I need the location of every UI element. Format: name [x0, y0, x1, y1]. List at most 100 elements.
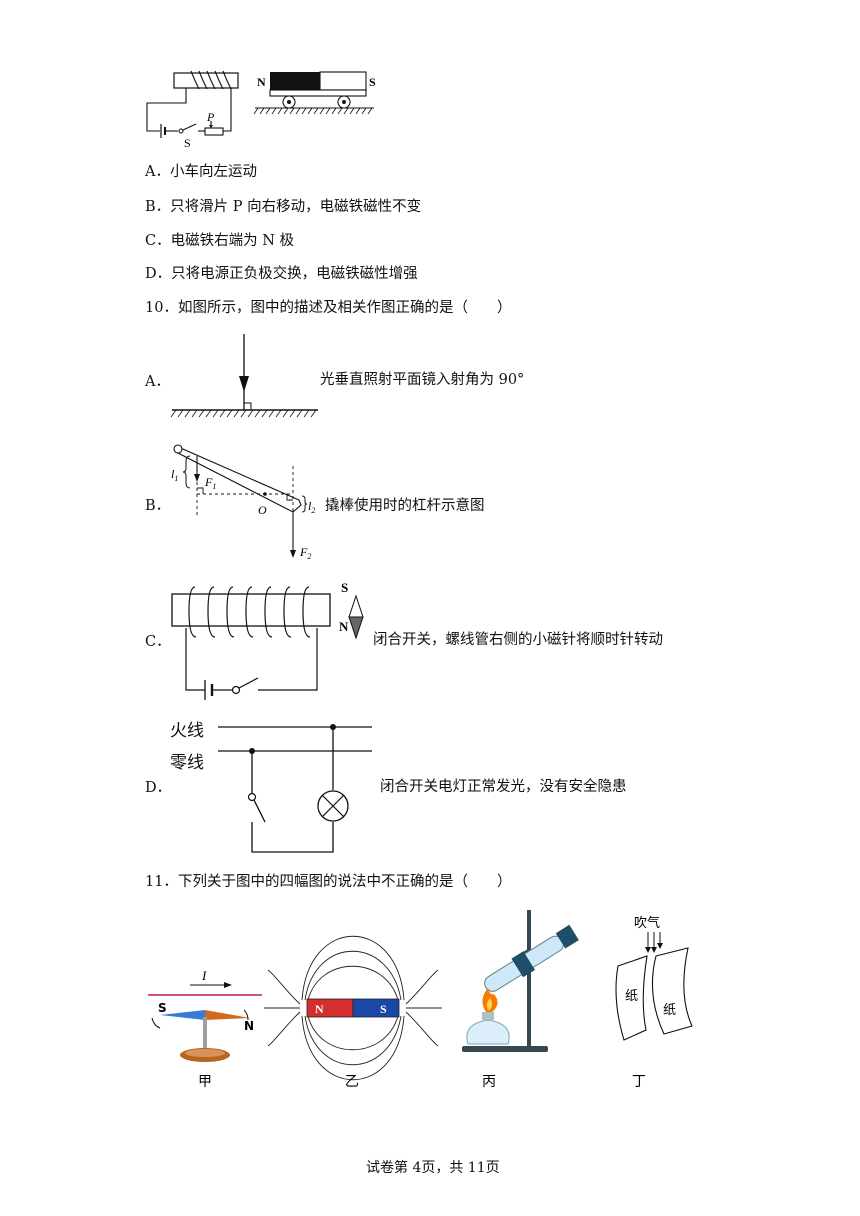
switch-pivot — [178, 128, 184, 134]
label-needle-s: S — [341, 580, 348, 595]
q10-option-d-letter: D． — [145, 780, 172, 796]
paper-left — [615, 955, 648, 1041]
label-switch-s: S — [184, 136, 191, 150]
label-current-i: I — [201, 968, 207, 983]
q10-option-c-text: 闭合开关，螺线管右侧的小磁针将顺时针转动 — [373, 632, 663, 648]
stand-base — [462, 1046, 548, 1052]
q9-option-d: D．只将电源正负极交换，电磁铁磁性增强 — [145, 266, 418, 282]
q9-option-c: C．电磁铁右端为 N 极 — [145, 233, 295, 249]
q9-option-b: B．只将滑片 P 向右移动，电磁铁磁性不变 — [145, 199, 422, 215]
figure-yi — [264, 936, 442, 1080]
label-needle-n: N — [244, 1019, 254, 1033]
electromagnet-core — [173, 72, 239, 89]
q10-option-c-letter: C． — [145, 634, 171, 650]
cart-wheel — [337, 95, 351, 109]
circuit-wire — [251, 822, 334, 853]
ray-arrow — [239, 376, 249, 392]
circuit-wire — [258, 628, 318, 691]
switch-blade — [182, 123, 197, 131]
caption-yi: 乙 — [345, 1074, 359, 1090]
compass-needle-s — [160, 1010, 205, 1020]
bar-magnet-s-half — [319, 71, 367, 91]
cart-wheel — [282, 95, 296, 109]
q11-stem: 11．下列关于图中的四幅图的说法中不正确的是（ ） — [145, 874, 512, 890]
q10-option-a-text: 光垂直照射平面镜入射角为 90° — [320, 372, 525, 388]
page-footer: 试卷第 4页，共 11页 — [366, 1160, 500, 1176]
q10-stem: 10．如图所示，图中的描述及相关作图正确的是（ ） — [145, 300, 512, 316]
compass-stand — [203, 1017, 207, 1052]
right-angle-mark — [197, 487, 204, 494]
label-paper-right: 纸 — [663, 1002, 676, 1017]
q10-option-a-letter: A． — [145, 374, 170, 390]
caption-bing: 丙 — [482, 1075, 496, 1090]
compass-base — [180, 1048, 230, 1062]
rheostat — [204, 127, 224, 136]
label-p: P — [206, 110, 215, 124]
label-o: O — [258, 503, 267, 517]
label-paper-left: 纸 — [625, 988, 638, 1003]
figure-bing — [462, 910, 579, 1052]
compass-needle-n — [205, 1010, 250, 1020]
label-blow: 吹气 — [634, 915, 660, 930]
q9-option-a: A．小车向左运动 — [145, 164, 257, 180]
l2-brace — [301, 495, 308, 513]
circuit-wire — [223, 88, 232, 132]
rotation-arrow — [243, 1009, 249, 1021]
solenoid-coil — [188, 586, 311, 638]
magnet-n-half — [306, 998, 354, 1018]
switch-pivot — [247, 792, 257, 802]
label-magnet-n: N — [257, 75, 266, 89]
label-needle-s: S — [158, 1001, 167, 1015]
alcohol-lamp-neck — [482, 1012, 494, 1020]
label-l2: l2 — [308, 499, 315, 515]
label-magnet-s: S — [369, 75, 376, 89]
test-tube — [484, 935, 564, 992]
flame — [482, 988, 498, 1012]
label-magnet-s: S — [380, 1002, 387, 1016]
lamp — [317, 790, 349, 822]
bar-magnet-n-half — [270, 72, 320, 90]
q10-option-d-text: 闭合开关电灯正常发光，没有安全隐患 — [380, 779, 627, 795]
solenoid-core — [171, 593, 331, 627]
caption-jia: 甲 — [198, 1075, 212, 1090]
l1-brace — [182, 455, 191, 489]
figure-jia: I S N — [148, 968, 262, 1062]
clamp — [517, 948, 530, 959]
junction — [249, 748, 255, 754]
label-live-wire: 火线 — [170, 721, 204, 741]
crowbar — [175, 445, 302, 513]
label-needle-n: N — [339, 619, 349, 634]
crowbar-end — [173, 444, 183, 454]
needle-n-half — [348, 616, 364, 640]
cart-body — [269, 89, 367, 97]
stand-rod — [527, 910, 531, 1050]
junction — [330, 724, 336, 730]
rotation-arrow — [151, 1017, 161, 1029]
circuit-wire — [185, 628, 205, 691]
paper-right — [651, 947, 693, 1035]
coil-turns — [190, 70, 232, 90]
stopper — [555, 924, 579, 949]
label-f2: F2 — [299, 545, 311, 561]
q10-option-b-letter: B． — [145, 498, 171, 514]
figure-ding: 吹气 纸 纸 — [615, 915, 693, 1041]
label-f1: F1 — [204, 475, 216, 491]
switch-blade — [238, 677, 259, 689]
label-magnet-n: N — [315, 1002, 324, 1016]
right-angle-mark — [244, 402, 252, 410]
switch-blade — [253, 799, 266, 823]
circuit-wire — [146, 88, 187, 132]
magnet-s-half — [352, 998, 400, 1018]
needle-s-half — [348, 594, 364, 618]
caption-ding: 丁 — [632, 1075, 646, 1090]
clamp-holder — [511, 951, 535, 978]
right-angle-mark — [286, 494, 293, 501]
alcohol-lamp — [466, 1019, 510, 1045]
label-l1: l1 — [171, 467, 178, 483]
